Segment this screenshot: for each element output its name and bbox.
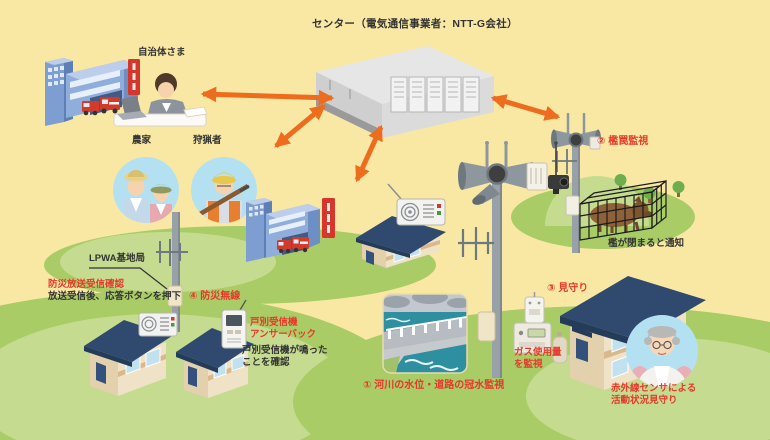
- usecase-2-trap-label: ② 檻罠監視: [597, 136, 649, 147]
- trap-note: 檻が閉まると通知: [608, 238, 685, 249]
- desk: [113, 96, 208, 127]
- river-flood-illustration: [382, 293, 468, 374]
- farmer-avatar: [113, 157, 179, 223]
- paper: [183, 106, 208, 118]
- center-title: センター（電気通信事業者：NTT-G会社）: [312, 18, 518, 30]
- usecase-3-watch-label: ③ 見守り: [547, 283, 589, 294]
- village-fire-station: [246, 198, 335, 262]
- fire-truck: [82, 97, 120, 116]
- answerback-note: 戸別受信機が鳴った ことを確認: [242, 345, 328, 369]
- gas-note: ガス使用量 を監視: [514, 347, 562, 371]
- outdoor-receiver: [387, 183, 446, 226]
- trap-sensor-camera: [548, 141, 569, 194]
- gateway-box: [526, 162, 548, 191]
- tree: [614, 174, 685, 203]
- pole-equipment-box: [477, 311, 496, 342]
- answerback-device: [221, 299, 247, 349]
- pole-equipment-box: [167, 285, 183, 307]
- trap-site-tower: [551, 113, 601, 253]
- indoor-receiver: [138, 312, 178, 337]
- arrow-center-basestation: [354, 124, 384, 183]
- laptop: [121, 96, 141, 115]
- lpwa-base-station-label: LPWA基地局: [89, 253, 145, 264]
- elderly-avatar: [626, 315, 698, 387]
- fire-truck: [277, 237, 309, 253]
- usecase-4-disaster-radio-label: ④ 防災無線: [189, 291, 241, 302]
- broadcast-confirm-note: 放送受信後、応答ボタンを押下: [48, 291, 182, 302]
- arrow-center-municipality: [200, 86, 335, 106]
- server-racks: [390, 76, 480, 113]
- municipality-label: 自治体さま: [138, 47, 186, 58]
- pole-equipment-box: [565, 195, 580, 216]
- leader-line-lpwa: [89, 267, 168, 290]
- arrow-center-village: [274, 104, 326, 148]
- fire-station-banner: [322, 198, 335, 238]
- arrow-center-traptower: [490, 94, 561, 121]
- hunter-avatar: [191, 157, 257, 223]
- infrared-sensor-note: 赤外線センサによる 活動状況見守り: [611, 383, 697, 407]
- gas-meter: [513, 322, 552, 354]
- fire-station-banner: [128, 59, 140, 95]
- answerback-title: 戸別受信機 アンサーバック: [250, 317, 317, 341]
- municipality-building: [45, 58, 140, 126]
- village-hill: [44, 226, 436, 304]
- farmer-label: 農家: [132, 135, 152, 146]
- lpwa-base-station-pole: [156, 212, 188, 332]
- gas-smart-meter: [524, 292, 545, 324]
- animal-cage: [579, 179, 667, 241]
- gas-cylinder: [552, 332, 568, 364]
- hunter-label: 狩猟者: [193, 135, 222, 146]
- usecase-1-flood-label: ① 河川の水位・道路の冠水監視: [363, 380, 505, 391]
- broadcast-confirm-title: 防災放送受信確認: [48, 279, 125, 290]
